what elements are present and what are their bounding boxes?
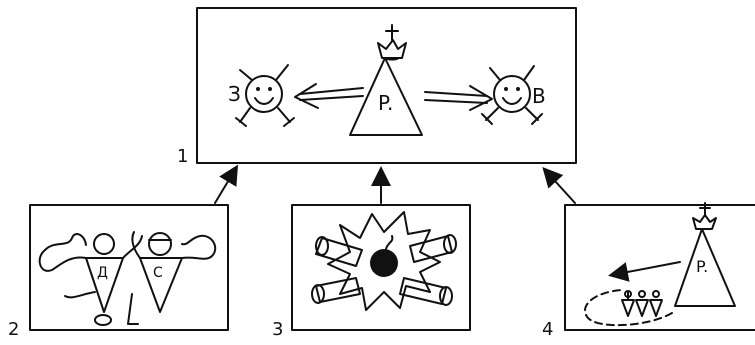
connector-4-to-1 — [545, 170, 575, 203]
panel-4-frame — [565, 205, 755, 330]
bomb-icon — [370, 249, 398, 277]
pope-letter: P. — [378, 91, 393, 115]
panel-1: 1 P. З — [177, 8, 576, 167]
arrow-to-left-character — [295, 84, 363, 108]
arrow-to-right-character — [425, 86, 492, 110]
panel-2-left-letter: Д — [97, 265, 108, 281]
panel-2: 2 Д С — [8, 205, 228, 340]
panel-2-number: 2 — [8, 319, 19, 340]
panel-2-right-letter: С — [153, 265, 163, 281]
connector-2-to-1 — [215, 168, 236, 203]
panel-4-number: 4 — [542, 319, 553, 340]
panel-4: 4 P. — [542, 203, 755, 340]
panel-1-number: 1 — [177, 146, 188, 167]
right-character-letter: B — [532, 84, 546, 108]
pope-figure: P. — [350, 25, 422, 135]
left-character: З — [228, 65, 294, 126]
panel-4-pope-letter: P. — [696, 257, 708, 276]
left-character-letter: З — [228, 82, 241, 106]
panel-3: 3 — [272, 205, 470, 340]
panel-3-number: 3 — [272, 319, 283, 340]
right-character: B — [482, 66, 546, 124]
